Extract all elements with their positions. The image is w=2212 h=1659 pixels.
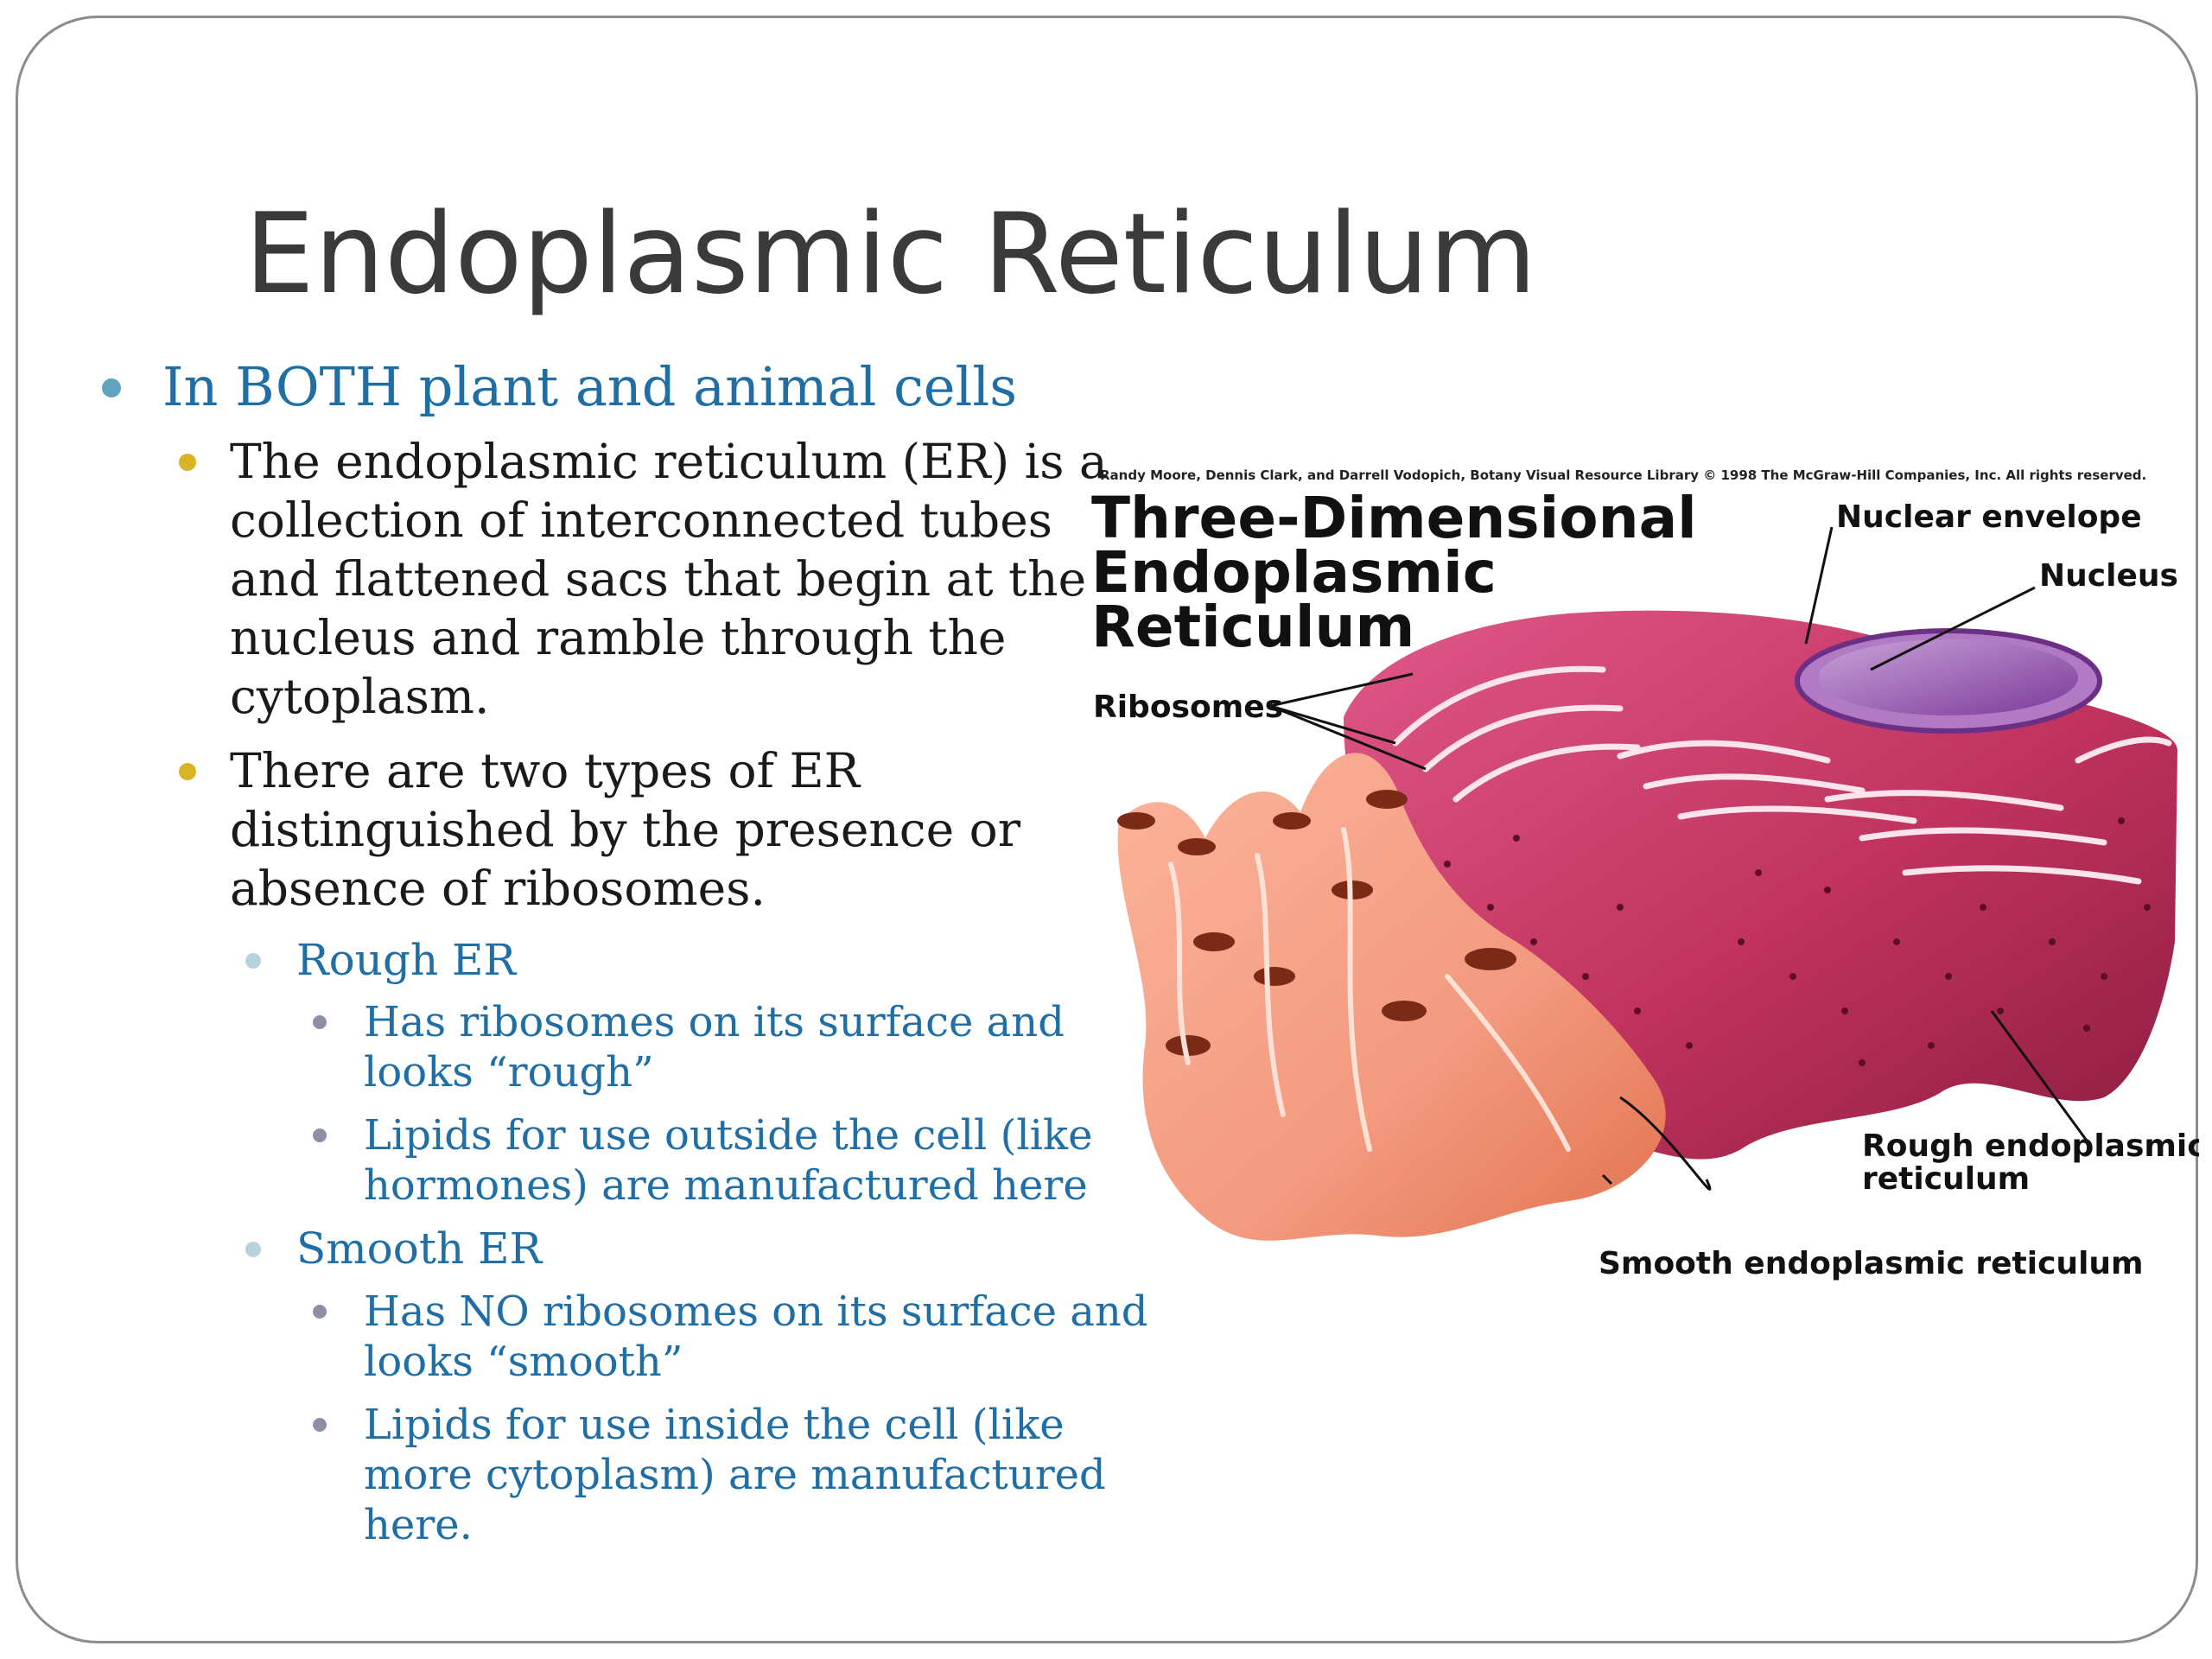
rough-item2-line: hormones) are manufactured here bbox=[364, 1161, 1088, 1210]
bullet-dot bbox=[313, 1418, 327, 1432]
label-rough-er-line: Rough endoplasmic bbox=[1862, 1128, 2199, 1164]
label-ribosomes: Ribosomes bbox=[1093, 690, 1283, 725]
er-illustration: Randy Moore, Dennis Clark, and Darrell V… bbox=[1091, 467, 2199, 1281]
rough-er-label: Rough ER bbox=[296, 935, 517, 985]
bullet-dot bbox=[102, 378, 121, 397]
point2-line: There are two types of ER bbox=[230, 743, 861, 798]
bullet-dot bbox=[313, 1128, 327, 1142]
figure-title-line: Three-Dimensional bbox=[1091, 485, 1697, 551]
smooth-item2-line: here. bbox=[364, 1501, 473, 1549]
nucleus-shape bbox=[1819, 639, 2078, 715]
point1-line: collection of interconnected tubes bbox=[230, 493, 1053, 548]
bullet-dot bbox=[245, 1242, 261, 1257]
slide-title: Endoplasmic Reticulum bbox=[245, 190, 1537, 319]
bullet-level1-text: In BOTH plant and animal cells bbox=[162, 355, 1018, 418]
label-smooth-er: Smooth endoplasmic reticulum bbox=[1599, 1246, 2144, 1281]
label-nuclear-envelope: Nuclear envelope bbox=[1836, 499, 2142, 535]
smooth-item1-line: looks “smooth” bbox=[364, 1338, 683, 1386]
leader-lines bbox=[1269, 526, 2088, 1191]
bullet-dot bbox=[179, 763, 196, 780]
bullet-dot bbox=[313, 1015, 327, 1029]
figure-title-line: Reticulum bbox=[1091, 594, 1414, 660]
smooth-er-shape bbox=[1117, 753, 1666, 1241]
rough-item1-line: looks “rough” bbox=[364, 1048, 654, 1096]
bullet-dot bbox=[245, 953, 261, 969]
rough-item2-line: Lipids for use outside the cell (like bbox=[364, 1111, 1093, 1160]
point1-line: nucleus and ramble through the bbox=[230, 610, 1007, 665]
bullet-dot bbox=[313, 1305, 327, 1319]
bullet-dot bbox=[179, 454, 196, 471]
smooth-item1-line: Has NO ribosomes on its surface and bbox=[364, 1287, 1148, 1336]
smooth-er-label: Smooth ER bbox=[296, 1224, 543, 1274]
point1-line: cytoplasm. bbox=[230, 669, 490, 724]
ribosome-dots bbox=[1444, 817, 2151, 1066]
figure-credit: Randy Moore, Dennis Clark, and Darrell V… bbox=[1100, 467, 2146, 483]
figure-title-line: Endoplasmic bbox=[1091, 539, 1497, 606]
point2-line: distinguished by the presence or bbox=[230, 802, 1021, 857]
rough-er-cisternae bbox=[1392, 665, 2172, 885]
smooth-er-highlights bbox=[1168, 827, 1571, 1152]
point1-line: The endoplasmic reticulum (ER) is a bbox=[230, 434, 1108, 489]
smooth-item2-line: more cytoplasm) are manufactured bbox=[364, 1451, 1106, 1499]
smooth-item2-line: Lipids for use inside the cell (like bbox=[364, 1401, 1065, 1449]
rough-item1-line: Has ribosomes on its surface and bbox=[364, 998, 1065, 1046]
point1-line: and flattened sacs that begin at the bbox=[230, 551, 1087, 607]
label-rough-er-line: reticulum bbox=[1862, 1161, 2030, 1197]
point2-line: absence of ribosomes. bbox=[230, 861, 766, 916]
label-nucleus: Nucleus bbox=[2039, 558, 2178, 594]
